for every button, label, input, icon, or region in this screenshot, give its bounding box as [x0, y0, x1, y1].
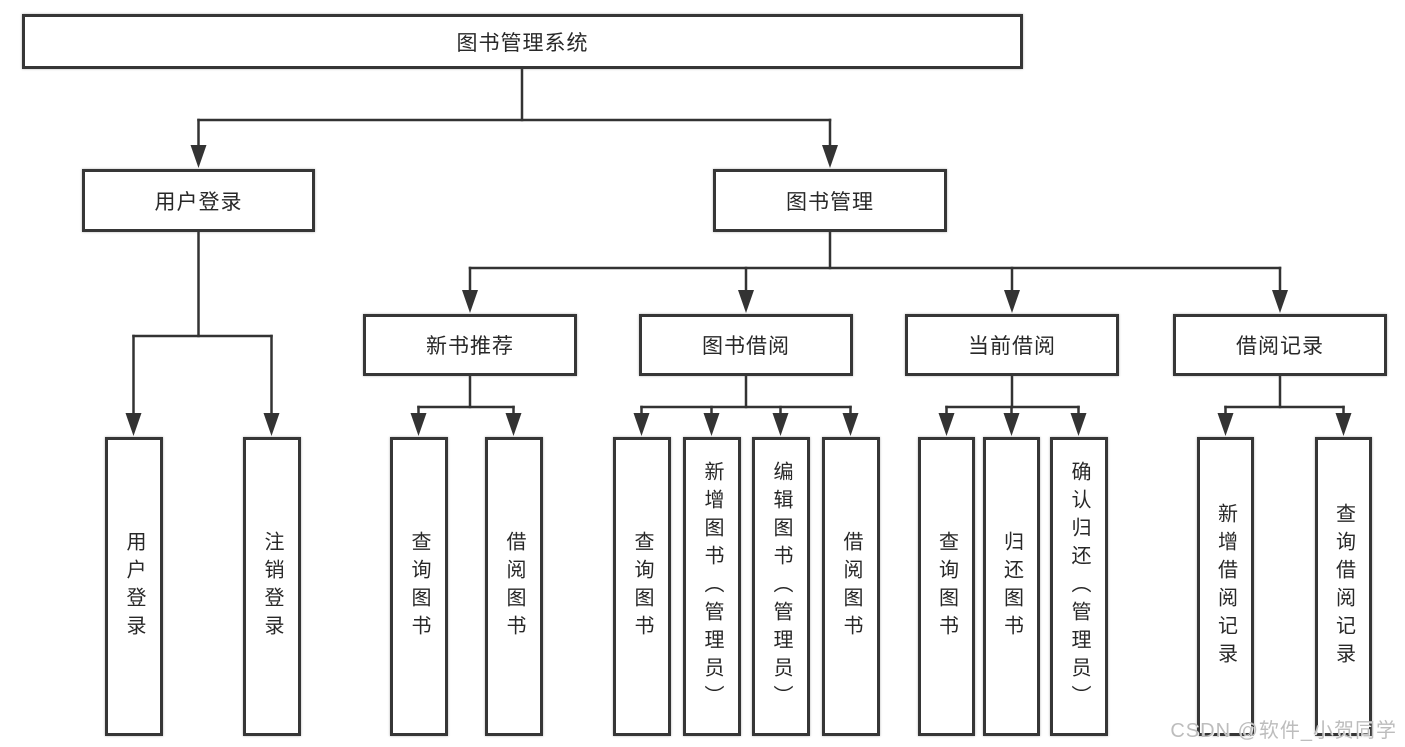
arrowhead-icon	[842, 413, 859, 436]
node-label: 用户登录	[154, 190, 243, 214]
node-leaf-his-query: 查询借阅记录	[1315, 437, 1372, 736]
node-label: 新增图书（管理员）	[701, 460, 723, 713]
node-label: 查询图书	[935, 530, 958, 643]
node-label: 归还图书	[1000, 530, 1023, 643]
watermark: CSDN @软件_小贺同学	[1170, 720, 1397, 742]
arrowhead-icon	[822, 145, 838, 168]
node-label: 查询图书	[631, 530, 653, 643]
node-leaf-bor-query: 查询图书	[613, 437, 671, 736]
node-label: 借阅图书	[840, 530, 862, 643]
node-leaf-his-add: 新增借阅记录	[1197, 437, 1254, 736]
node-label: 编辑图书（管理员）	[770, 460, 792, 713]
node-root: 图书管理系统	[22, 14, 1023, 69]
node-label: 图书管理系统	[456, 31, 589, 55]
node-label: 注销登录	[261, 530, 283, 643]
node-leaf-user-login: 用户登录	[105, 437, 163, 736]
node-label: 查询借阅记录	[1332, 502, 1355, 671]
node-label: 借阅图书	[503, 530, 525, 643]
node-label: 当前借阅	[968, 335, 1056, 358]
node-leaf-cur-query: 查询图书	[918, 437, 975, 736]
node-label: 图书借阅	[702, 335, 790, 358]
arrowhead-icon	[633, 413, 650, 436]
node-leaf-rec-query: 查询图书	[390, 437, 448, 736]
arrowhead-icon	[1004, 290, 1020, 313]
node-label: 确认归还（管理员）	[1068, 460, 1090, 713]
arrowhead-icon	[703, 413, 720, 436]
arrowhead-icon	[410, 413, 427, 436]
node-label: 新增借阅记录	[1214, 502, 1237, 671]
node-label: 查询图书	[408, 530, 430, 643]
node-current-borrow: 当前借阅	[905, 314, 1119, 376]
node-leaf-bor-borrow: 借阅图书	[822, 437, 880, 736]
arrowhead-icon	[505, 413, 522, 436]
arrowhead-icon	[1003, 413, 1020, 436]
node-leaf-bor-add-admin: 新增图书（管理员）	[683, 437, 741, 736]
node-leaf-cur-confirm-admin: 确认归还（管理员）	[1050, 437, 1108, 736]
node-label: 借阅记录	[1236, 335, 1324, 358]
node-borrow-records: 借阅记录	[1173, 314, 1387, 376]
arrowhead-icon	[1335, 413, 1352, 436]
node-leaf-bor-edit-admin: 编辑图书（管理员）	[752, 437, 810, 736]
arrowhead-icon	[1272, 290, 1288, 313]
node-leaf-rec-borrow: 借阅图书	[485, 437, 543, 736]
arrowhead-icon	[462, 290, 478, 313]
node-label: 用户登录	[123, 530, 145, 643]
arrowhead-icon	[1070, 413, 1087, 436]
node-book-borrow: 图书借阅	[639, 314, 853, 376]
node-leaf-logout: 注销登录	[243, 437, 301, 736]
node-user-login: 用户登录	[82, 169, 315, 232]
arrowhead-icon	[263, 413, 280, 436]
node-leaf-cur-return: 归还图书	[983, 437, 1040, 736]
arrowhead-icon	[125, 413, 142, 436]
node-label: 新书推荐	[426, 335, 514, 358]
arrowhead-icon	[190, 145, 207, 168]
arrowhead-icon	[772, 413, 789, 436]
node-book-mgmt: 图书管理	[713, 169, 947, 232]
arrowhead-icon	[738, 290, 754, 313]
arrowhead-icon	[938, 413, 955, 436]
arrowhead-icon	[1217, 413, 1234, 436]
node-new-book-rec: 新书推荐	[363, 314, 577, 376]
node-label: 图书管理	[786, 190, 874, 214]
